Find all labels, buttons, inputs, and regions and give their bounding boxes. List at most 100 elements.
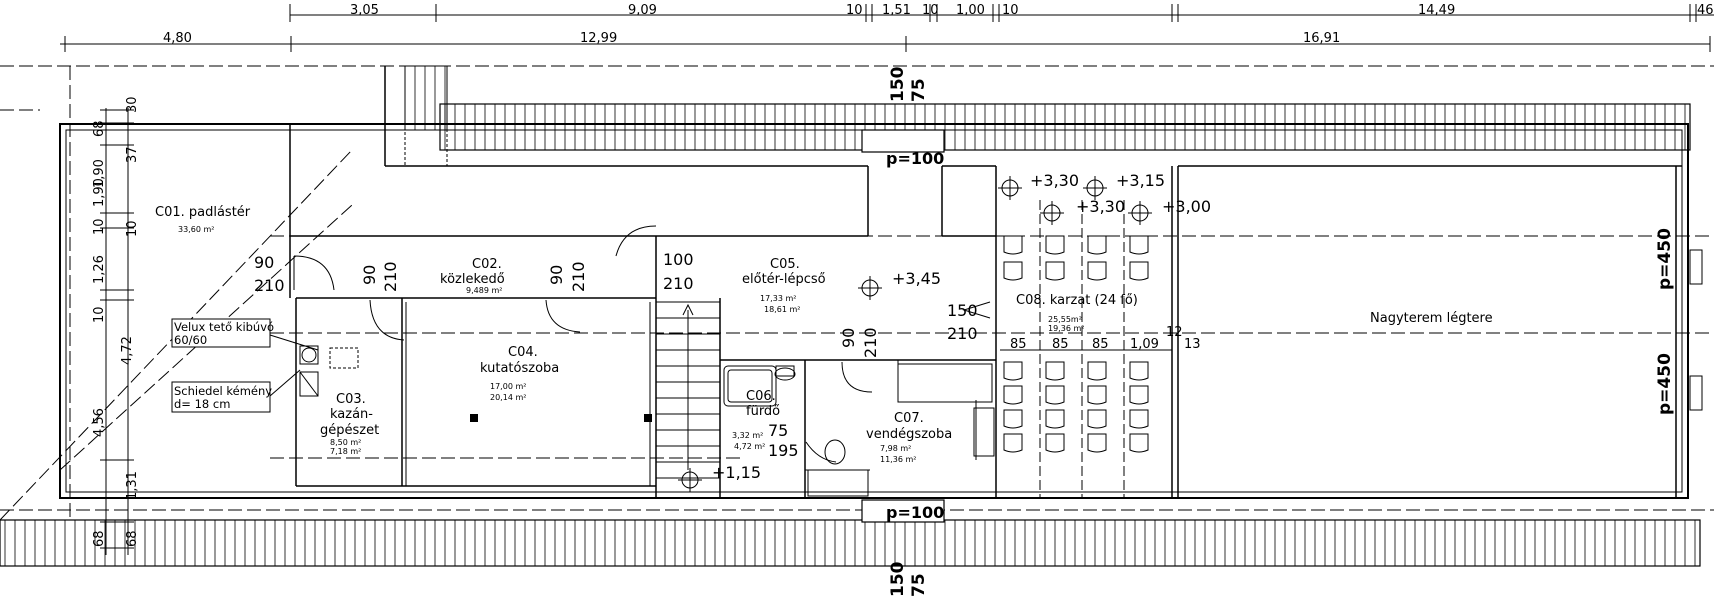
room-c05-area2: 18,61 m²	[764, 305, 800, 314]
level-label-3: +3,30	[1076, 197, 1125, 216]
window-bottom-label-a: 150	[888, 561, 908, 597]
door5-width: 150	[947, 301, 978, 320]
dim-left-37: 37	[125, 146, 140, 163]
right-windows	[1689, 249, 1703, 411]
room-c03-area1: 8,50 m²	[330, 438, 361, 447]
room-c06-area1: 3,32 m²	[732, 431, 763, 440]
room-c03-name3: gépészet	[320, 423, 379, 438]
room-c07-area2: 11,36 m²	[880, 455, 916, 464]
dim-left-190a: 1,90	[92, 159, 107, 188]
schiedel-note-line1: Schiedel kémény	[174, 384, 272, 398]
roof-rafters	[0, 65, 1701, 567]
dim-top-8: 14,49	[1418, 3, 1455, 18]
door1-height: 210	[254, 276, 285, 295]
room-c02-area: 9,489 m²	[466, 286, 502, 295]
dim-top-9: 46	[1697, 3, 1714, 18]
room-c03-name: C03.	[336, 392, 366, 407]
room-c04-name: C04.	[508, 345, 538, 360]
level-label-6: +1,15	[712, 463, 761, 482]
hall-airspace-label: Nagyterem légtere	[1370, 311, 1493, 326]
room-c05-name2: előtér-lépcső	[742, 272, 826, 287]
room-c06-name: C06.	[746, 389, 776, 404]
level-label-2: +3,15	[1116, 171, 1165, 190]
dim-left-456: 4,56	[92, 408, 107, 437]
dim-left-190b: 1,90	[92, 178, 107, 207]
door2-width: 90	[360, 265, 379, 285]
velux-note-line2: 60/60	[174, 333, 207, 347]
door-swings	[293, 225, 991, 463]
room-c07-area1: 7,98 m²	[880, 444, 911, 453]
dim-left-68a: 68	[92, 120, 107, 137]
dim-left-30: 30	[125, 96, 140, 113]
room-c02-name: C02.	[472, 257, 502, 272]
window-right-label-1: p=450	[1655, 228, 1675, 290]
door4-width: 100	[663, 250, 694, 269]
parapet-bottom: p=100	[886, 503, 944, 522]
dim-top-6: 1,00	[956, 3, 985, 18]
velux-note-line1: Velux tető kibúvó	[174, 320, 274, 334]
dim-left-10a: 10	[92, 218, 107, 235]
room-c03-name2: kazán-	[330, 407, 373, 422]
room-c08-area2: 19,36 m²	[1048, 324, 1084, 333]
door2-height: 210	[381, 261, 400, 292]
room-c05-name: C05.	[770, 257, 800, 272]
velux-note: Velux tető kibúvó 60/60	[171, 318, 274, 348]
window-right-label-2: p=450	[1655, 353, 1675, 415]
dim-top-5: 10	[922, 3, 939, 18]
dim-top-3: 10	[846, 3, 863, 18]
door6-width: 90	[839, 328, 858, 348]
room-c07-name: C07.	[894, 411, 924, 426]
room-c04-area1: 17,00 m²	[490, 382, 526, 391]
gallery-dim-6: 13	[1184, 337, 1201, 352]
room-c08-name: C08. karzat (24 fő)	[1016, 293, 1138, 308]
schiedel-note: Schiedel kémény d= 18 cm	[171, 381, 272, 413]
door5-height: 210	[947, 324, 978, 343]
door4-height: 210	[663, 274, 694, 293]
column-markers	[470, 414, 652, 422]
room-c01-area: 33,60 m²	[178, 225, 214, 234]
door3-width: 90	[547, 265, 566, 285]
parapet-top: p=100	[886, 149, 944, 168]
room-c04-name2: kutatószoba	[480, 361, 559, 376]
door1-width: 90	[254, 253, 274, 272]
gallery-dim-4: 1,09	[1130, 337, 1159, 352]
dim-top-4: 1,51	[882, 3, 911, 18]
dim-left-131: 1,31	[125, 471, 140, 500]
gallery-dim-5: 12	[1166, 325, 1183, 340]
level-label-4: +3,00	[1162, 197, 1211, 216]
dim-row2-3: 16,91	[1303, 31, 1340, 46]
dim-top-1: 3,05	[350, 3, 379, 18]
left-dimension-chain: 68 1,90 1,90 10 1,26 10 4,72 4,56 68 30 …	[92, 96, 140, 555]
level-label-5: +3,45	[892, 269, 941, 288]
dimension-lines: 3,05 9,09 10 1,51 10 1,00 10 14,49 46 4,…	[60, 3, 1714, 52]
dim-left-126: 1,26	[92, 255, 107, 284]
door7-width: 75	[768, 421, 788, 440]
chimney-and-velux	[269, 334, 359, 397]
room-c04-area2: 20,14 m²	[490, 393, 526, 402]
level-markers	[678, 176, 1152, 492]
room-c08-area1: 25,55m²	[1048, 315, 1082, 324]
dim-top-2: 9,09	[628, 3, 657, 18]
dim-left-10b: 10	[92, 306, 107, 323]
gallery-seats	[1000, 200, 1172, 498]
dim-row2-1: 4,80	[163, 31, 192, 46]
window-top-label-a: 150	[888, 66, 908, 102]
gallery-dim-2: 85	[1052, 337, 1069, 352]
schiedel-note-line2: d= 18 cm	[174, 397, 230, 411]
door3-height: 210	[569, 261, 588, 292]
door6-height: 210	[861, 327, 880, 358]
staircase	[404, 65, 721, 499]
room-c05-area1: 17,33 m²	[760, 294, 796, 303]
dim-left-472: 4,72	[120, 336, 135, 365]
level-label-1: +3,30	[1030, 171, 1079, 190]
window-top-label-b: 75	[909, 78, 929, 102]
gallery-dim-1: 85	[1010, 337, 1027, 352]
gallery-dim-3: 85	[1092, 337, 1109, 352]
window-bottom-label-b: 75	[909, 573, 929, 597]
dim-row2-2: 12,99	[580, 31, 617, 46]
room-c01-name: C01. padlástér	[155, 205, 251, 220]
room-c07-name2: vendégszoba	[866, 427, 952, 442]
door7-height: 195	[768, 441, 799, 460]
room-c06-name2: fürdő	[746, 404, 780, 419]
